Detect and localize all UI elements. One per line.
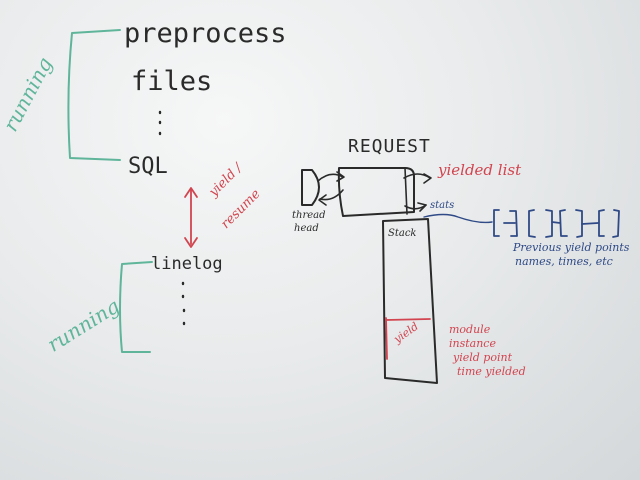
label-preprocess: preprocess <box>124 18 287 49</box>
previous-yield-chain <box>493 209 620 238</box>
label-request: REQUEST <box>348 136 431 157</box>
bracket-top <box>67 29 121 161</box>
label-sql: SQL <box>128 154 168 179</box>
label-names-times: names, times, etc <box>515 255 613 268</box>
stack-box <box>382 218 438 384</box>
note-instance: instance <box>449 337 496 350</box>
note-yield-point: yield point <box>453 351 512 364</box>
thread-head-shape <box>301 169 320 206</box>
label-yielded-list: yielded list <box>438 161 522 179</box>
label-head: head <box>294 223 319 234</box>
label-previous-yield-points: Previous yield points <box>513 241 630 254</box>
stats-link <box>423 213 493 224</box>
label-files: files <box>131 66 213 97</box>
note-time-yielded: time yielded <box>457 365 526 378</box>
yield-resume-arrow <box>184 187 198 248</box>
ellipsis-bottom <box>181 281 186 326</box>
label-stats: stats <box>430 200 455 211</box>
label-linelog: linelog <box>151 254 223 274</box>
label-stack: Stack <box>388 228 417 239</box>
label-thread: thread <box>292 210 326 221</box>
bracket-bottom <box>119 261 153 353</box>
note-module: module <box>449 323 491 336</box>
stack-yield-cell <box>385 317 431 360</box>
request-box <box>337 167 415 217</box>
